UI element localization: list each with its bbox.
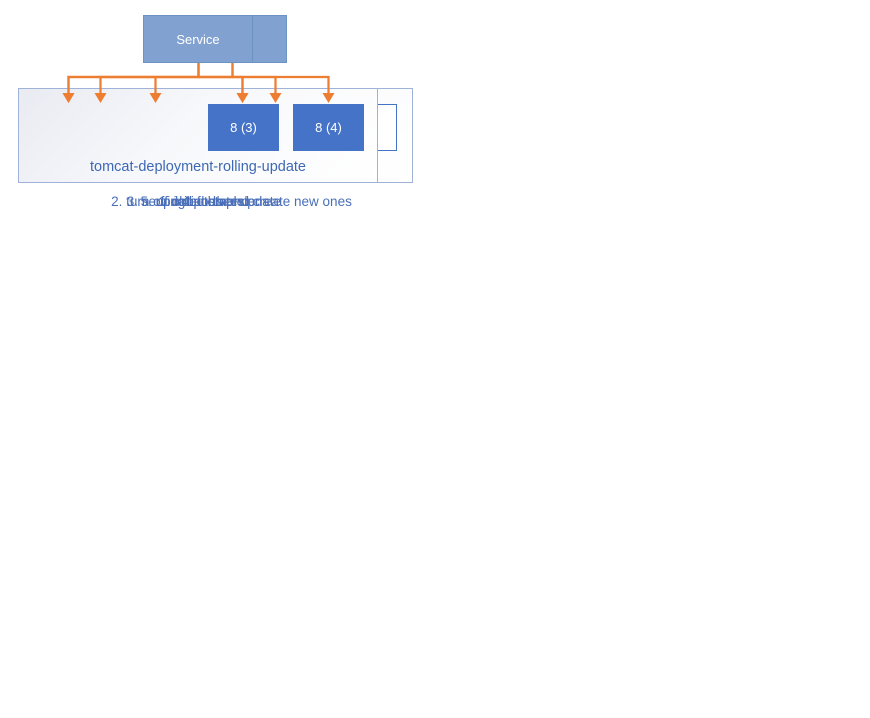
deployment-box: 8 (3) 8 (4) tomcat-deployment-rolling-up…: [18, 88, 378, 183]
panel-update-complete: Service 8 (3) 8 (4) tomcat-deployment-ro…: [0, 0, 435, 228]
panel-caption: 5. update complete: [140, 194, 256, 209]
panel-caption: 3. serving both versions: [126, 194, 270, 209]
pod-8-4: 8 (4): [293, 104, 364, 151]
panel-caption: 4. further update: [181, 194, 282, 209]
deployment-label: tomcat-deployment-rolling-update: [90, 159, 306, 175]
panel-caption: 1. initial state: [158, 194, 238, 209]
panel-caption: 2. turn off old pods and create new ones: [111, 194, 352, 209]
service-box: Service: [143, 15, 253, 63]
pod-8-3: 8 (3): [208, 104, 279, 151]
